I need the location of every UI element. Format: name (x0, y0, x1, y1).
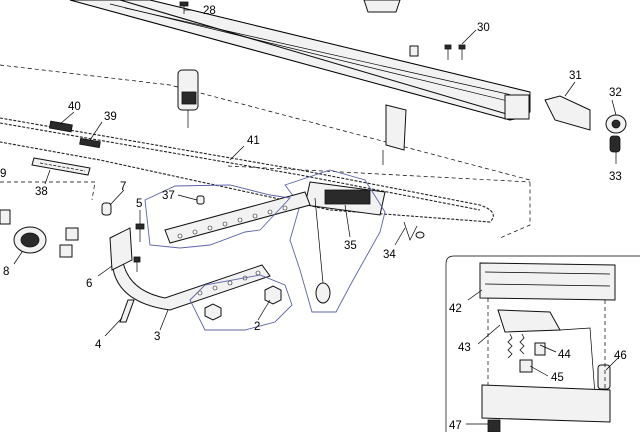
callout-44: 44 (558, 349, 571, 361)
release-rope (314, 197, 324, 284)
left-parts (0, 120, 101, 258)
callout-38: 38 (35, 186, 48, 198)
trolley-carriage (284, 169, 386, 313)
callout-37: 37 (162, 190, 175, 202)
inset-detail (445, 255, 640, 432)
top-fasteners (179, 1, 466, 60)
callout-labels: 28 30 31 32 33 34 35 37 40 39 41 38 9 7 … (0, 5, 627, 432)
frame-dashed-left (0, 181, 96, 201)
callout-43: 43 (458, 342, 471, 354)
frame-dashed-outline (0, 64, 531, 239)
leader-lines (13, 9, 619, 425)
callout-35: 35 (344, 240, 357, 252)
clevis-pin (119, 299, 135, 323)
hanger-bolts (403, 221, 425, 241)
callout-31: 31 (569, 70, 582, 82)
callout-6: 6 (86, 278, 92, 290)
callout-45: 45 (551, 372, 564, 384)
drive-end-parts (544, 95, 627, 153)
callout-33: 33 (609, 171, 622, 183)
callout-32: 32 (609, 87, 622, 99)
nut-parts (189, 274, 293, 331)
straight-door-arm (144, 184, 311, 249)
rail-assembly (69, 0, 531, 121)
top-bracket (363, 0, 401, 13)
callout-9: 9 (0, 168, 6, 180)
callout-30: 30 (477, 22, 490, 34)
frame-dashed-mid (227, 165, 531, 183)
callout-7: 7 (120, 181, 126, 193)
rail-hanger (177, 69, 407, 165)
callout-42: 42 (449, 303, 462, 315)
callout-5: 5 (136, 198, 142, 210)
callout-47: 47 (449, 420, 462, 432)
callout-8: 8 (3, 266, 9, 278)
callout-40: 40 (68, 101, 81, 113)
chain (0, 117, 494, 223)
release-handle (315, 282, 331, 304)
callout-4: 4 (95, 339, 102, 351)
callout-2: 2 (254, 321, 260, 333)
callout-28: 28 (203, 5, 216, 17)
callout-39: 39 (104, 111, 117, 123)
callout-46: 46 (614, 350, 627, 362)
callout-41: 41 (247, 135, 260, 147)
screws (101, 195, 205, 272)
callout-34: 34 (383, 249, 396, 261)
door-bracket (109, 227, 133, 271)
callout-3: 3 (154, 331, 160, 343)
